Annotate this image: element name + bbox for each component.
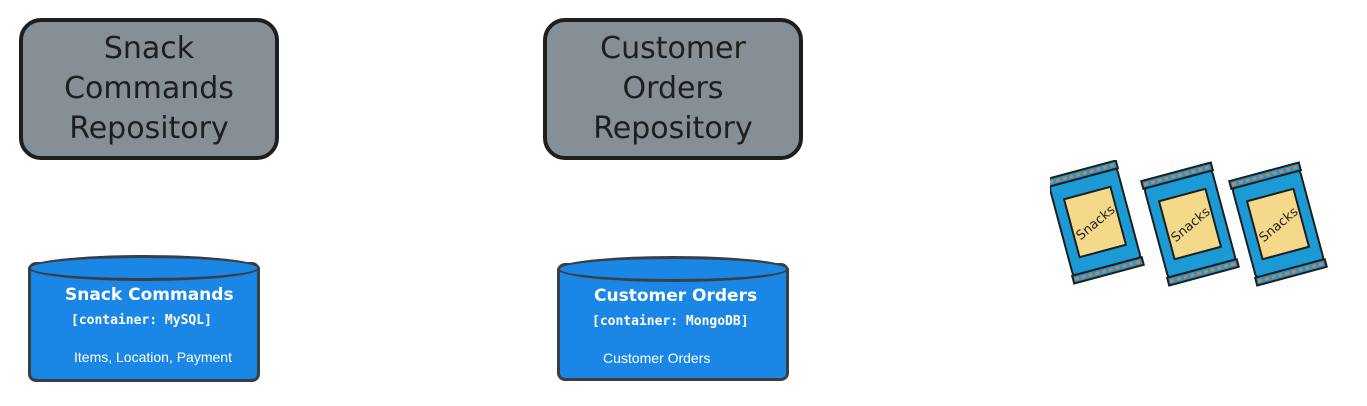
snack-commands-repository-label: Snack Commands Repository (64, 31, 234, 146)
snack-commands-db-description: Items, Location, Payment (74, 349, 232, 365)
snack-bag-icon: Snacks (1140, 161, 1240, 287)
customer-orders-db-tech: [container: MongoDB] (592, 314, 749, 329)
snack-commands-db-title: Snack Commands (65, 285, 234, 305)
snack-commands-db-tech: [container: MySQL] (71, 313, 212, 328)
snack-bag-icon: Snacks (1050, 160, 1145, 285)
snack-bags-illustration: Snacks Snacks Snacks (1050, 160, 1328, 287)
snack-bag-icon: Snacks (1228, 161, 1328, 287)
customer-orders-database: Customer Orders [container: MongoDB] Cus… (557, 256, 789, 381)
customer-orders-db-description: Customer Orders (603, 350, 711, 366)
customer-orders-repository-label: Customer Orders Repository (593, 31, 753, 146)
snack-commands-repository: Snack Commands Repository (19, 18, 279, 160)
customer-orders-repository: Customer Orders Repository (543, 18, 803, 160)
customer-orders-db-title: Customer Orders (594, 286, 758, 306)
snack-commands-database: Snack Commands [container: MySQL] Items,… (28, 255, 260, 382)
